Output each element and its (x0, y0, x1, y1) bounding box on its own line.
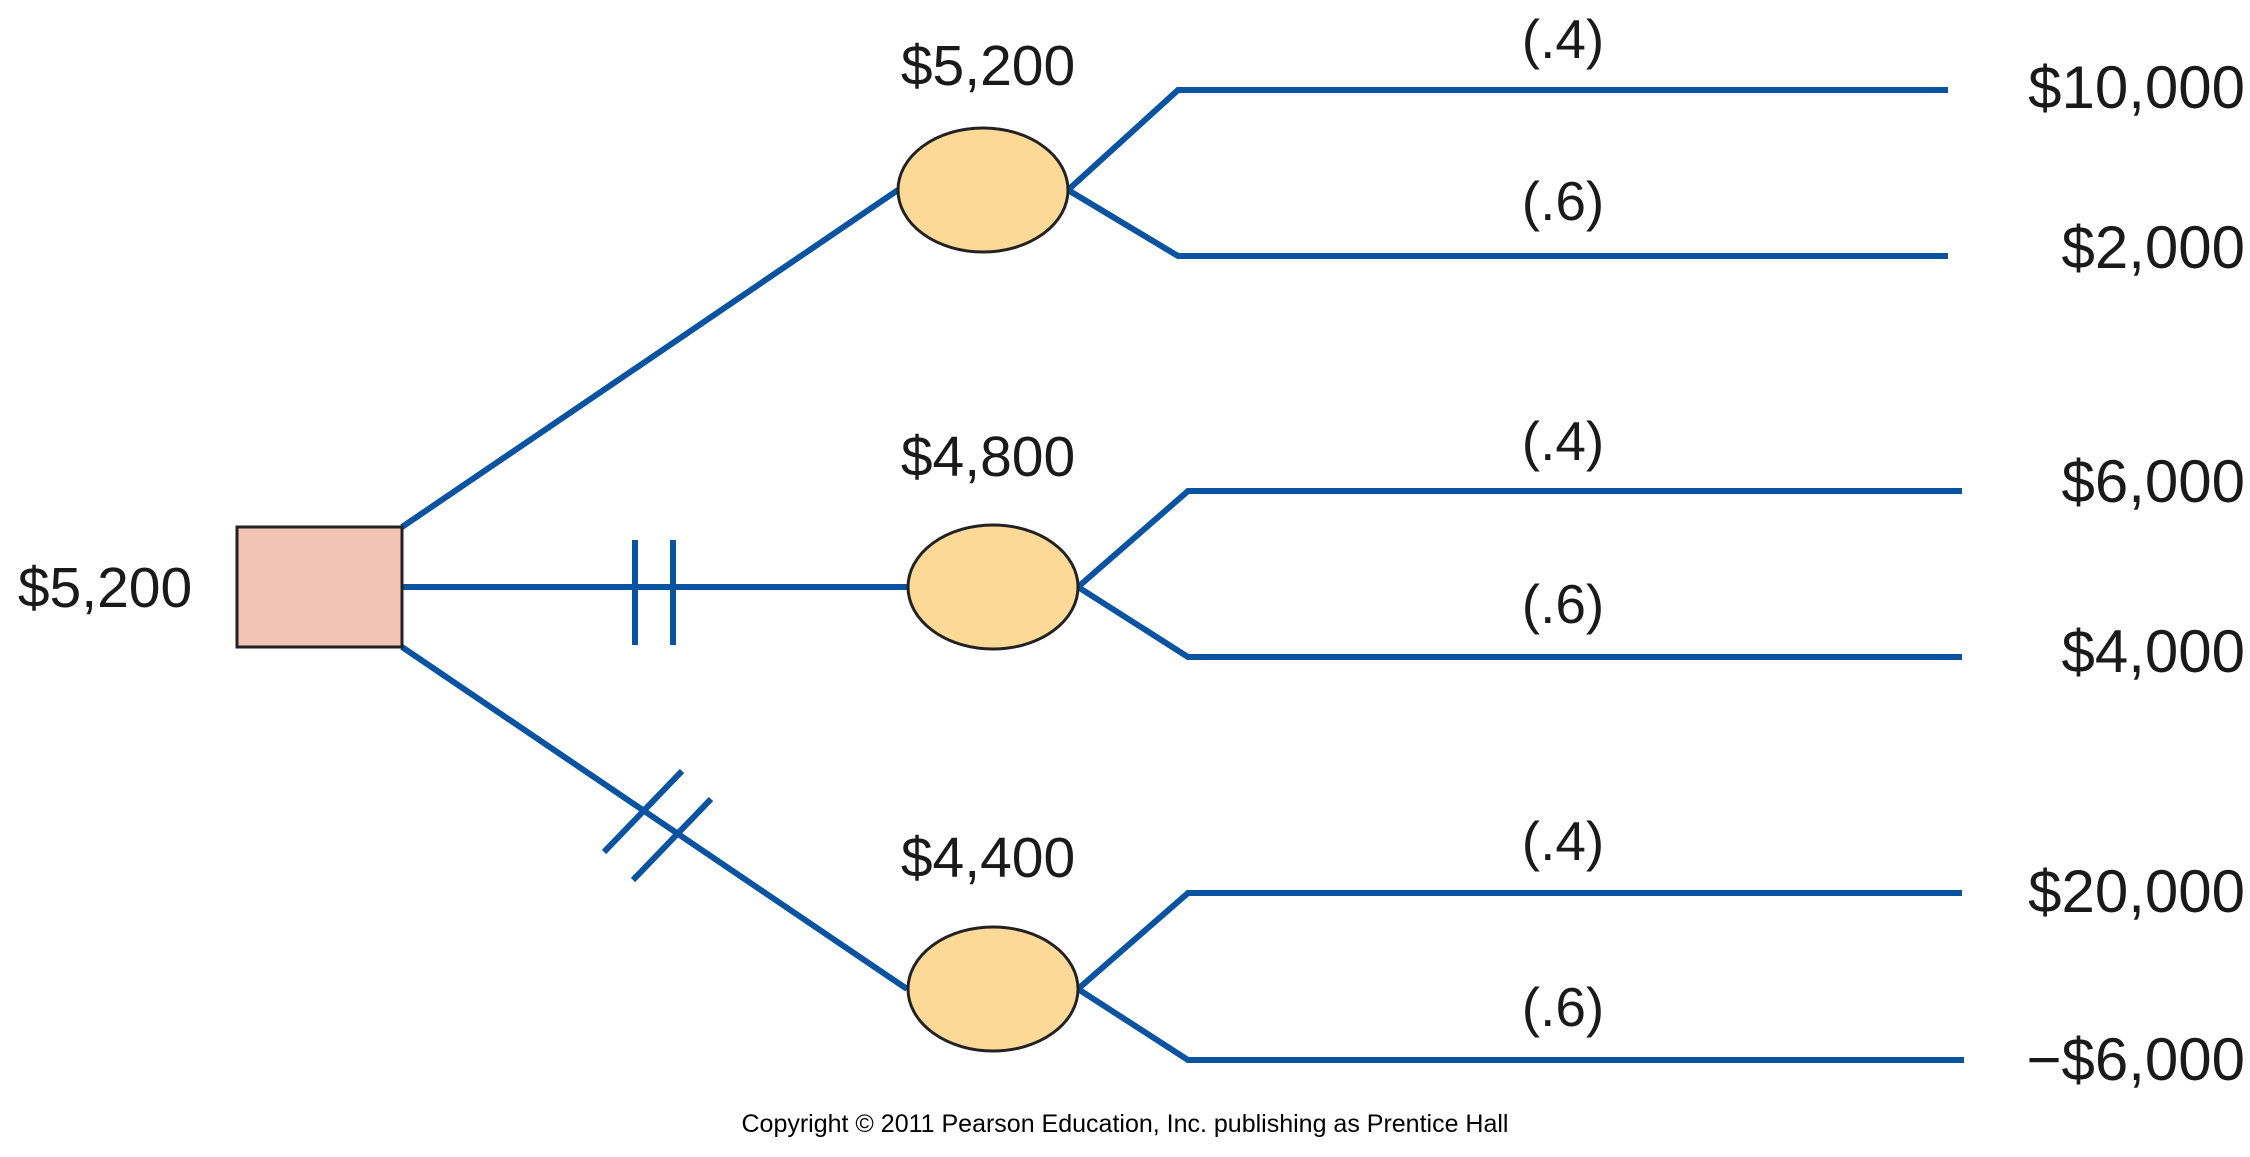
chance-node-3 (906, 925, 1080, 1053)
chance-value-label-1: $5,200 (901, 34, 1075, 98)
payoff-label-3-2: −$6,000 (2026, 1026, 2245, 1093)
prune-mark-branch-3 (601, 768, 714, 883)
probability-label-3-2: (.6) (1522, 976, 1605, 1038)
edge-chance-2-outcome-1 (1076, 488, 1962, 590)
probability-label-2-2: (.6) (1522, 573, 1605, 635)
edge-chance-3-outcome-1 (1076, 890, 1962, 992)
prune-mark-branch-2 (632, 540, 676, 645)
root-value-label: $5,200 (18, 556, 192, 620)
edge-chance-2-outcome-2 (1076, 584, 1962, 660)
payoff-label-3-1: $20,000 (2028, 858, 2245, 925)
payoff-label-1-2: $2,000 (2061, 214, 2245, 281)
probability-label-2-1: (.4) (1522, 410, 1605, 472)
copyright-notice: Copyright © 2011 Pearson Education, Inc.… (741, 1110, 1508, 1138)
probability-label-1-2: (.6) (1522, 170, 1605, 232)
chance-node-2 (906, 523, 1080, 651)
chance-value-label-2: $4,800 (901, 425, 1075, 489)
probability-label-1-1: (.4) (1522, 8, 1605, 70)
probability-label-3-1: (.4) (1522, 810, 1605, 872)
payoff-label-2-2: $4,000 (2061, 618, 2245, 685)
edge-chance-1-outcome-2 (1066, 187, 1948, 259)
edge-chance-3-outcome-2 (1076, 986, 1964, 1063)
payoff-label-1-1: $10,000 (2028, 54, 2245, 121)
edge-root-to-chance-3 (400, 644, 909, 992)
payoff-label-2-1: $6,000 (2061, 448, 2245, 515)
edge-root-to-chance-1 (400, 187, 900, 530)
chance-value-label-3: $4,400 (901, 826, 1075, 890)
edge-chance-1-outcome-1 (1065, 87, 1948, 193)
chance-node-1 (896, 126, 1070, 254)
decision-node (235, 525, 404, 649)
